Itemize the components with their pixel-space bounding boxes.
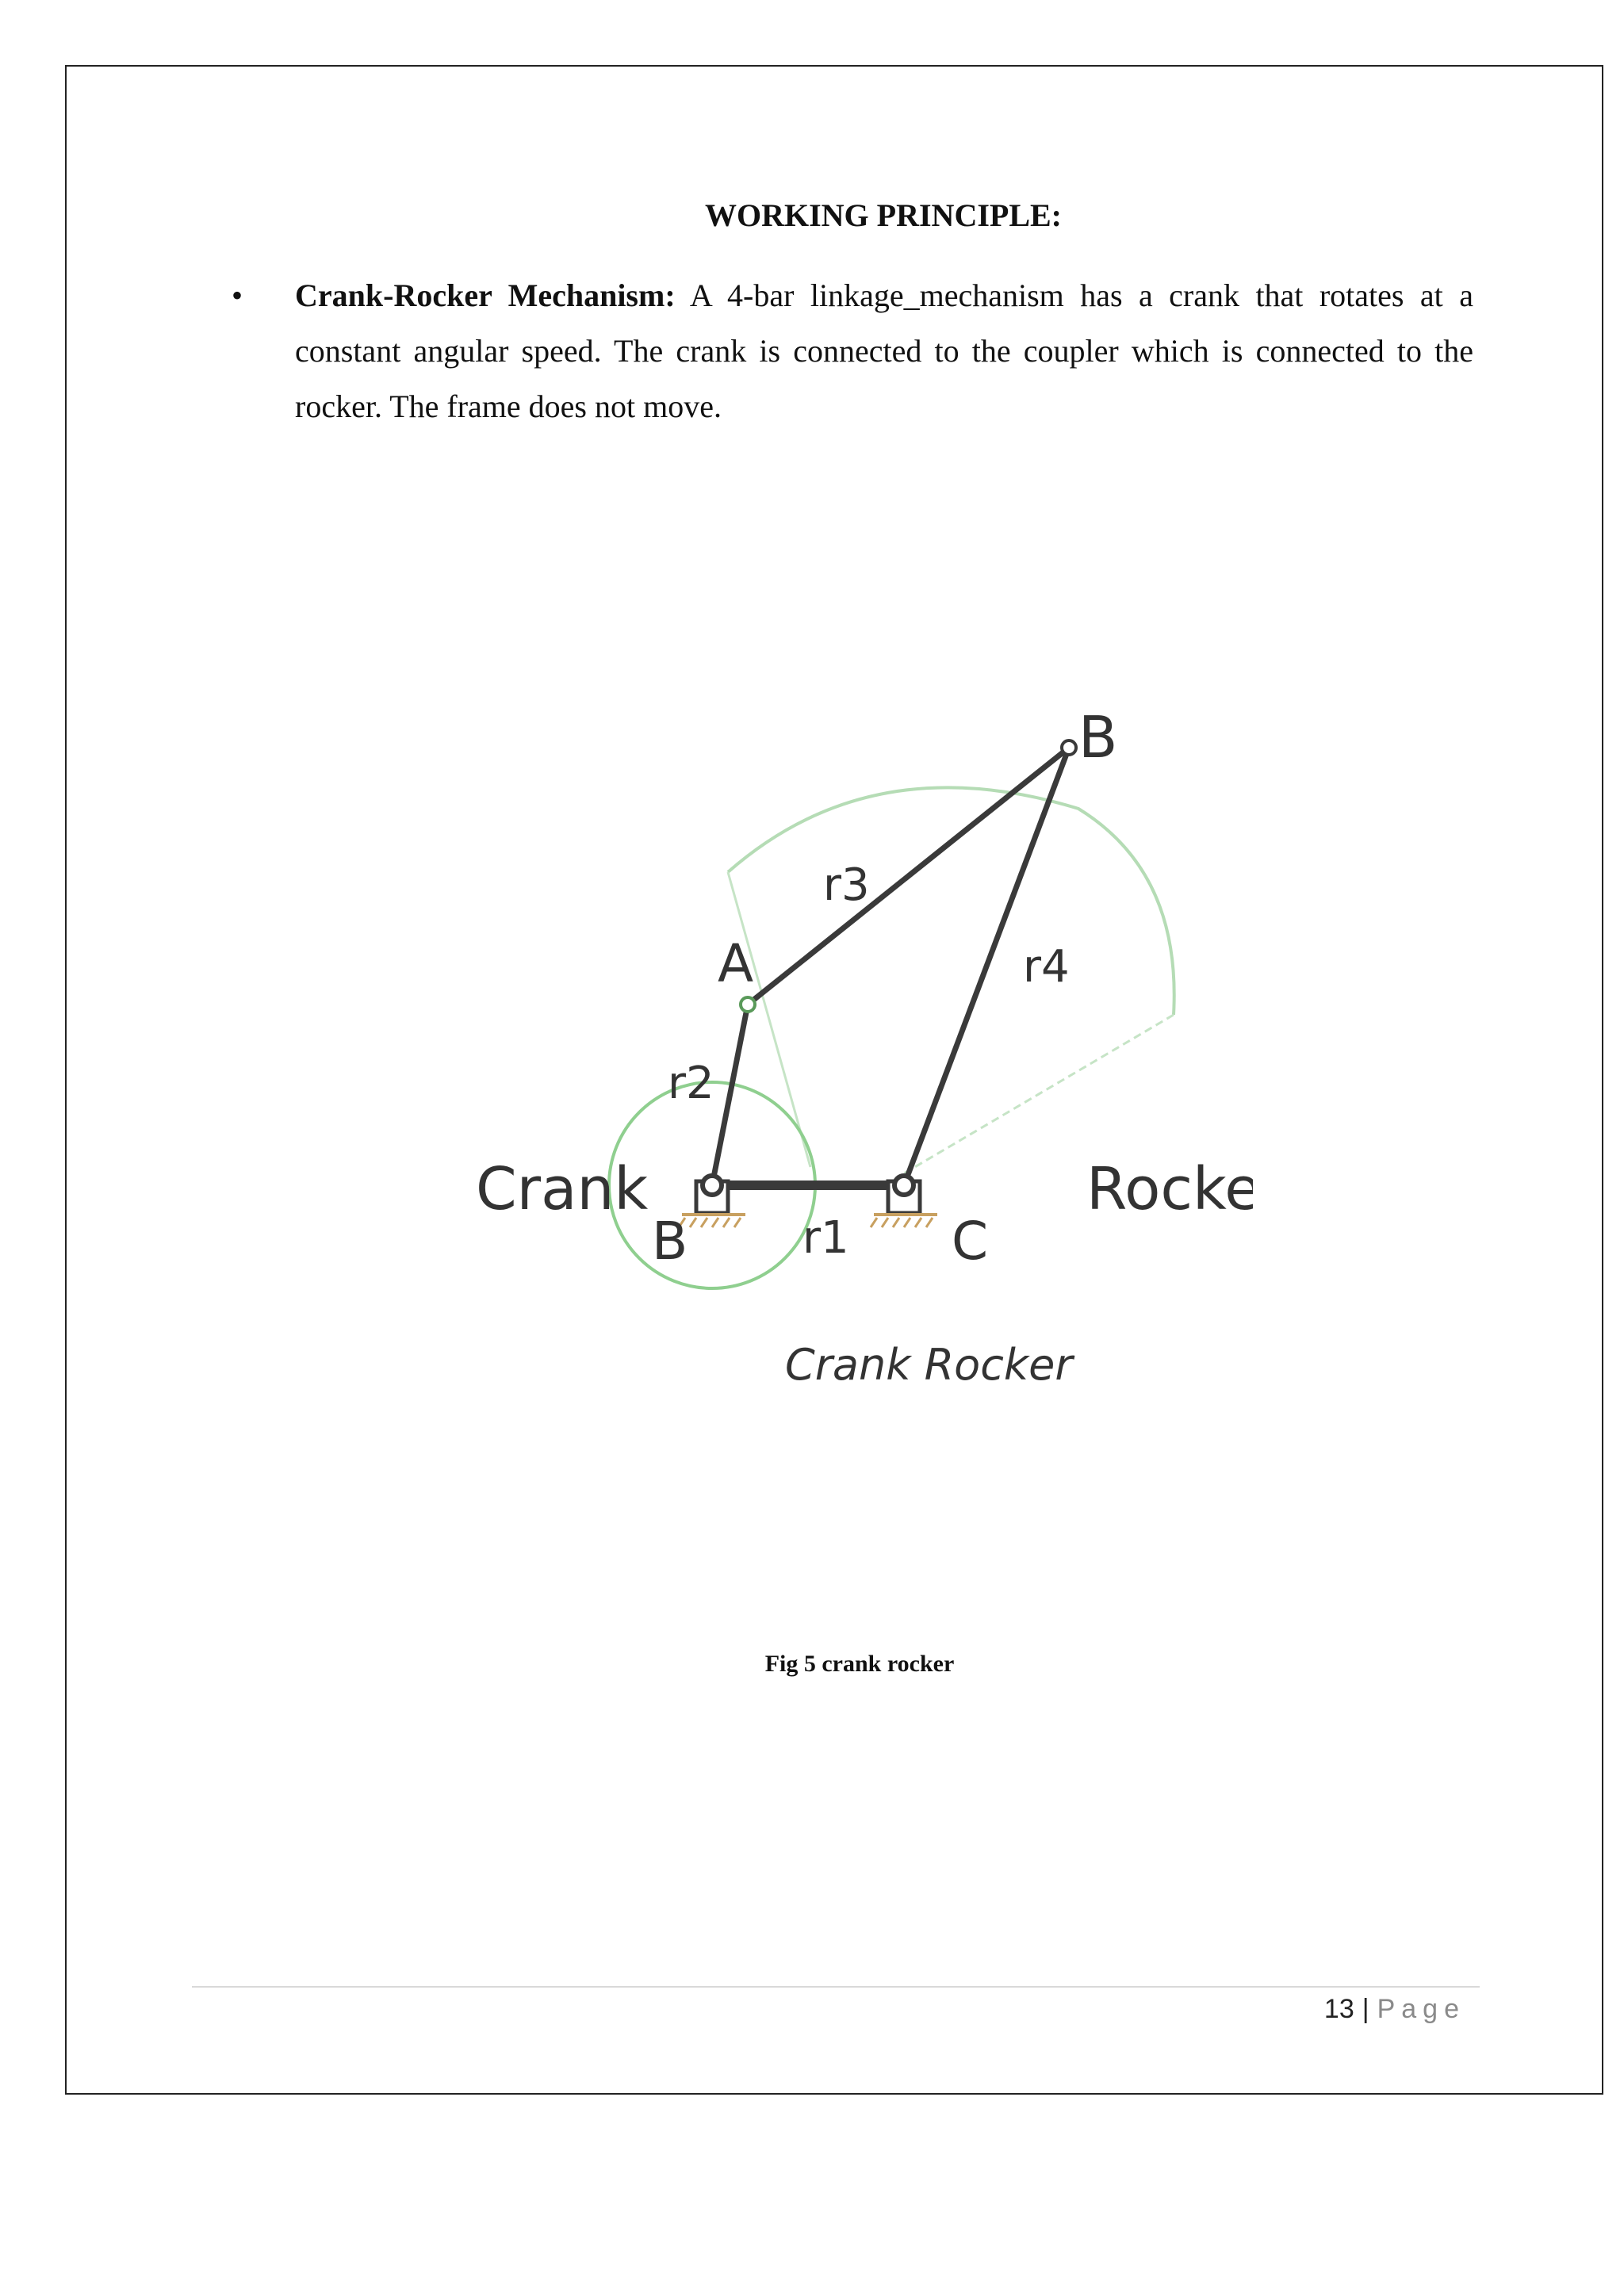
page-frame [65,65,1603,2095]
joint-a [739,996,756,1013]
crank-rocker-diagram: B A r3 r4 r2 Crank Rocker B r1 C Crank R… [476,704,1253,1390]
bullet-term: Crank-Rocker Mechanism: [295,277,676,313]
page-word: Page [1377,1994,1465,2024]
joint-b-top [1060,739,1078,756]
joint-c-ground [892,1173,916,1197]
bullet-body: A 4-bar linkage_mechanism has a crank th… [295,277,1473,424]
bullet-text: Crank-Rocker Mechanism: A 4-bar linkage_… [295,268,1473,434]
label-crank: Crank [476,1155,648,1223]
rocker-sweep-arc [726,786,1176,1016]
link-r3-coupler [745,745,1071,1007]
page-number-value: 13 [1323,1994,1354,2024]
label-r2: r2 [668,1058,714,1109]
rocker-sweep-left-edge [726,871,812,1168]
label-r1: r1 [802,1212,849,1264]
rocker-sweep-right-edge [903,1013,1174,1175]
page-number-separator: | [1362,1994,1369,2024]
section-heading: WORKING PRINCIPLE: [704,197,1063,233]
joint-b-ground [700,1173,724,1197]
figure-title: Crank Rocker [785,1340,1074,1390]
bullet-mark: • [232,277,243,313]
label-rocker: Rocker [1086,1155,1253,1223]
figure-caption: Fig 5 crank rocker [764,1651,955,1677]
label-point-c: C [952,1211,988,1272]
label-r3: r3 [823,859,870,911]
label-point-b-bottom: B [652,1211,688,1272]
label-point-a: A [718,933,753,994]
link-r4-rocker [901,746,1072,1187]
label-point-b-top: B [1078,704,1117,771]
page-number: 13 | Page [1324,1994,1465,2025]
label-r4: r4 [1023,941,1070,993]
link-r2-crank [709,1004,751,1186]
crank-rocker-figure: B A r3 r4 r2 Crank Rocker B r1 C Crank R… [444,603,1253,1443]
footer-rule [192,1986,1480,1988]
